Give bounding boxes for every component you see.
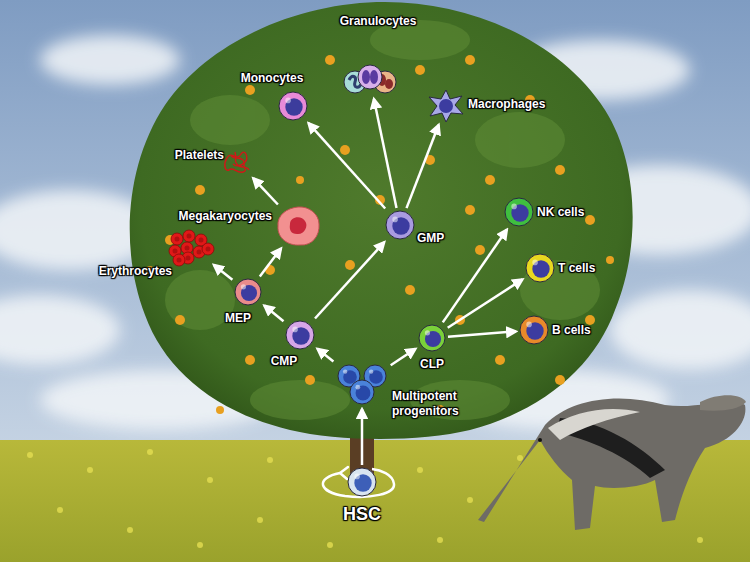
cell-icon (385, 210, 415, 240)
platelet-icon (223, 148, 253, 176)
differentiation-arrow (309, 123, 386, 208)
clp-cell: CLP (418, 324, 446, 352)
cell-icon (278, 91, 308, 121)
differentiation-arrow (253, 178, 278, 204)
cell-icon (347, 467, 377, 497)
cell-label: Granulocytes (340, 14, 417, 29)
differentiation-arrow (315, 242, 384, 318)
cmp-cell: CMP (285, 320, 315, 350)
cell-label: CMP (271, 354, 298, 369)
differentiation-arrow (260, 248, 281, 276)
differentiation-arrow (361, 409, 364, 465)
gmp-cell: GMP (385, 210, 415, 240)
monocytes-cell: Monocytes (278, 91, 308, 121)
cell-label: HSC (343, 503, 381, 525)
progenitor-cells-icon (335, 362, 389, 406)
nk-cell: NK cells (504, 197, 534, 227)
cell-icon (418, 324, 446, 352)
erythrocyte-icon (168, 229, 212, 263)
anteater (478, 395, 746, 530)
cell-label: GMP (417, 231, 444, 246)
cell-label: Erythrocytes (99, 264, 172, 279)
differentiation-arrow (443, 230, 507, 323)
differentiation-arrow (391, 349, 416, 365)
granulocyte-icon (343, 64, 397, 96)
cell-label: MEP (225, 311, 251, 326)
differentiation-arrow (317, 349, 333, 362)
macrophage-icon (429, 90, 463, 122)
self-renewal-loop (323, 467, 394, 497)
differentiation-arrow (214, 265, 233, 280)
leaf-texture (165, 20, 600, 420)
differentiation-arrow (407, 125, 439, 208)
platelets-cell: Platelets (223, 148, 253, 176)
mep-cell: MEP (234, 278, 262, 306)
oranges (146, 55, 614, 415)
cell-label: Megakaryocytes (179, 209, 272, 224)
cell-icon (519, 315, 549, 345)
tree-crown (130, 2, 633, 439)
b-cell: B cells (519, 315, 549, 345)
differentiation-arrow (448, 331, 516, 336)
cell-icon (285, 320, 315, 350)
macrophages-cell: Macrophages (429, 90, 463, 122)
megakaryocytes-cell: Megakaryocytes (276, 206, 320, 246)
cell-icon (525, 253, 555, 283)
cell-icon (234, 278, 262, 306)
t-cell: T cells (525, 253, 555, 283)
cell-label: Monocytes (241, 71, 304, 86)
granulocytes-cell: Granulocytes (343, 64, 397, 96)
cell-label: CLP (420, 357, 444, 372)
cell-label: NK cells (537, 205, 584, 220)
differentiation-arrow (264, 306, 283, 322)
cell-icon (504, 197, 534, 227)
cell-label: Macrophages (468, 97, 545, 112)
erythrocytes-cell: Erythrocytes (168, 229, 212, 263)
cell-label: B cells (552, 323, 591, 338)
differentiation-arrow (374, 99, 397, 208)
progenitor-cells: Multipotent progenitors (335, 362, 389, 406)
cell-label: Multipotent progenitors (392, 389, 474, 419)
megakaryocyte-icon (276, 206, 320, 246)
hsc-cell: HSC (347, 467, 377, 497)
differentiation-arrow (448, 279, 523, 327)
cell-label: Platelets (175, 148, 224, 163)
cell-label: T cells (558, 261, 595, 276)
